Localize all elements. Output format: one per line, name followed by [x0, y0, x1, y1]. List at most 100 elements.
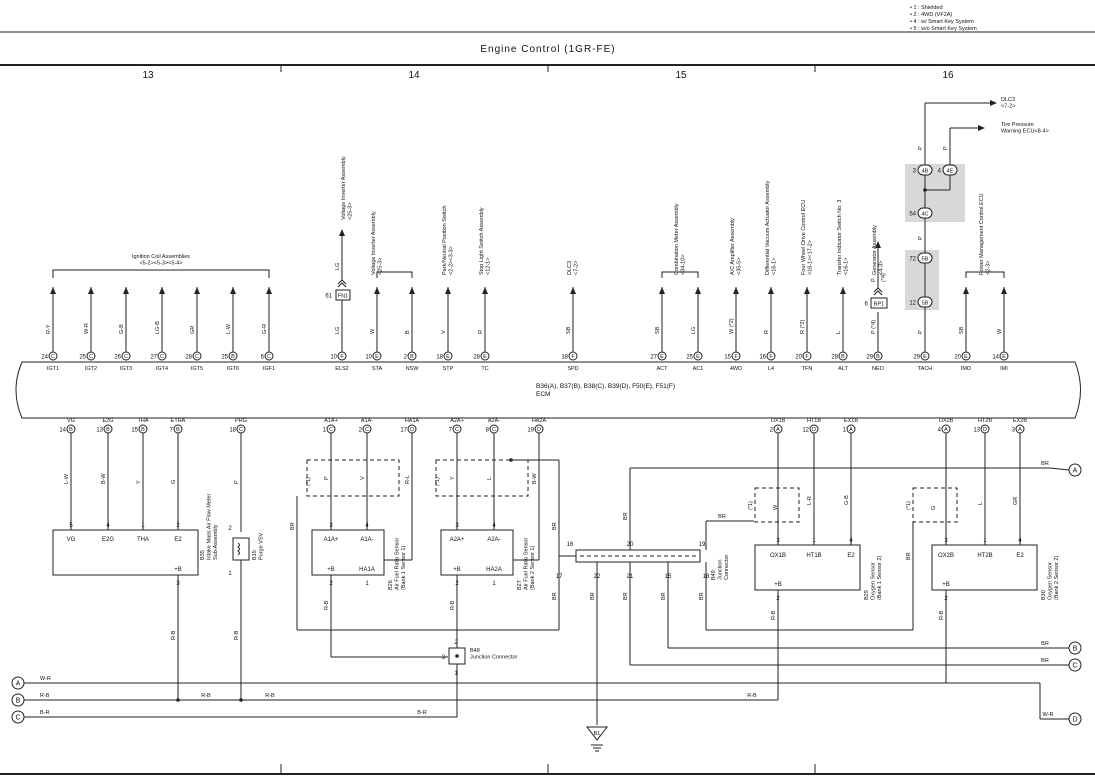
b49-bot-num-2: 21 — [627, 574, 634, 580]
b30-pin-0: OX2B — [938, 553, 954, 559]
ignition-coil-label: Ignition Coil Assemblies<5-2><5-3><5-4> — [132, 254, 190, 267]
purge-power-color: R-B — [234, 630, 240, 640]
junction-j1-pin: 3 — [913, 169, 917, 175]
top-pin-tc-name: TC — [481, 366, 488, 372]
bp1-connector — [870, 297, 888, 309]
top-pin-els2-num: 10 — [330, 355, 337, 361]
bottom-pin-vg-num: 14 — [59, 428, 66, 434]
b29-shield — [754, 487, 800, 523]
top-pin-4wd-name: 4WD — [730, 366, 742, 372]
junction-j3-label: 4C — [921, 212, 928, 218]
b30-num-0: 3 — [944, 538, 948, 544]
top-pin-tfn-name: TFN — [802, 366, 813, 372]
top-pin-tc-arrow — [482, 287, 488, 294]
bottom-pin-a2a-name: A2A- — [488, 418, 500, 424]
b26-wire-plus-color: P — [324, 476, 330, 480]
bottom-pin-ht1b-num: 12 — [802, 428, 809, 434]
b26-box — [311, 529, 385, 576]
top-pin-imi-wire-color: W — [997, 328, 1003, 334]
b15-label: B15Purge VSV — [252, 532, 265, 560]
b26-num-1: 1 — [365, 581, 369, 587]
bottom-pin-prg-num: 18 — [229, 428, 236, 434]
tach-splice — [923, 188, 927, 192]
top-pin-imi-arrow — [1001, 287, 1007, 294]
top-pin-igt4-wire-color: LG-B — [155, 321, 161, 334]
top-pin-igt3-num: 26 — [114, 355, 121, 361]
voltage-inverter-arrow — [339, 229, 345, 236]
top-pin-l4-conn-letter: F — [769, 354, 773, 360]
b27-power-color: R-B — [450, 600, 456, 610]
bus-d-right-letter: D — [1072, 717, 1077, 724]
b26-pin-minus: A1A- — [360, 537, 373, 543]
top-pin-nsw-num: 2 — [404, 355, 408, 361]
b49-num-20: 20 — [627, 542, 634, 548]
dlc3-ref: DLC3<7-2> — [1001, 97, 1015, 110]
bus-b-right-letter: B — [1073, 646, 1078, 653]
b35-pin-3: E2 — [174, 537, 182, 543]
top-pin-tc-wire-color: R — [478, 330, 484, 334]
top-pin-igt2-conn-letter: C — [89, 354, 93, 360]
top-pin-alt-wire-color: L — [836, 331, 842, 334]
bottom-pin-tha-name: THA — [138, 418, 149, 424]
top-pin-l4-num: 16 — [759, 355, 766, 361]
top-pin-alt-arrow — [840, 287, 846, 294]
note-3: • 4 : w/ Smart Key System — [910, 19, 974, 25]
bus-c-left-letter: C — [15, 715, 20, 722]
b35-box — [52, 529, 199, 576]
b30-pin-2: E2 — [1016, 553, 1024, 559]
bus-c-wire: B-R — [40, 710, 50, 716]
neo-arrow — [875, 241, 881, 248]
ac-amplifier-label: Combination Meter Assembly<34-10> — [674, 203, 687, 275]
b49-out-18-color: BR — [699, 592, 705, 600]
top-pin-igt6-wire-color: L-W — [226, 323, 232, 334]
top-pin-els2-name: ELS2 — [335, 366, 348, 372]
b26-shield — [306, 459, 400, 497]
b26-pin-plusb: +B — [327, 567, 335, 573]
bottom-pin-a1a-conn-letter: C — [365, 427, 369, 433]
pnp-bracket — [376, 271, 413, 278]
b30-wire-color-2: GR — [1013, 497, 1019, 505]
b29-num-0: 3 — [776, 538, 780, 544]
ecm-name: ECM — [536, 391, 550, 398]
b49-bot-num-0: 17 — [556, 574, 563, 580]
top-pin-4wd-wire-color: W (*2) — [729, 318, 735, 334]
top-pin-igt6-conn-letter: B — [231, 354, 235, 360]
note-4: • 5 : w/o Smart Key System — [910, 26, 977, 32]
top-pin-tach-conn-letter: E — [923, 354, 927, 360]
bottom-pin-prg-name: PRG — [235, 418, 247, 424]
power-management-ecu-label: Generator Assembly<4-3> — [872, 225, 885, 275]
top-pin-igf1-arrow — [266, 287, 272, 294]
transfer-indicator-label: Four Wheel Drive Control ECU<16-1><17-2> — [801, 200, 814, 275]
b35-num-1: 4 — [106, 523, 110, 529]
bus-b-wire-2: R-B — [201, 693, 211, 699]
top-pin-tc-conn-letter: E — [483, 354, 487, 360]
b35-pin-2: THA — [137, 537, 149, 543]
tach-p2: P — [943, 146, 949, 150]
top-pin-spd-num: 18 — [561, 355, 568, 361]
bottom-pin-ha1a-num: 17 — [400, 428, 407, 434]
top-pin-igt1-num: 24 — [41, 355, 48, 361]
bottom-pin-ht1b-conn-letter: D — [812, 427, 816, 433]
top-pin-tach-name: TACH — [918, 366, 933, 372]
top-pin-nsw-conn-letter: B — [410, 354, 414, 360]
bus-a-wire: W-R — [40, 676, 51, 682]
ignition-bracket — [52, 269, 270, 278]
b30-power-color: R-B — [939, 610, 945, 620]
top-pin-stp-name: STP — [443, 366, 454, 372]
top-pin-neo-num: 29 — [866, 355, 873, 361]
bottom-pin-vg-conn-letter: B — [69, 427, 73, 433]
b30-wire-color-1: L — [978, 502, 984, 505]
b35-wire-color-1: B-W — [101, 473, 107, 485]
top-pin-tfn-wire-color: R (*2) — [800, 319, 806, 334]
top-pin-els2-wire-color: LG — [335, 327, 341, 334]
top-pin-igt3-arrow — [123, 287, 129, 294]
top-pin-spd-name: SPD — [567, 366, 578, 372]
b29-num-1: 1 — [812, 538, 816, 544]
top-pin-igt3-wire-color: G-B — [119, 324, 125, 334]
b15-box — [232, 537, 250, 561]
bottom-pin-ht2b-num: 13 — [973, 428, 980, 434]
tpw-arrow — [978, 125, 985, 131]
bottom-pin-ox2b-name: OX2B — [939, 418, 954, 424]
bus-d-right — [1068, 712, 1082, 726]
b27-num-3: 3 — [455, 523, 459, 529]
